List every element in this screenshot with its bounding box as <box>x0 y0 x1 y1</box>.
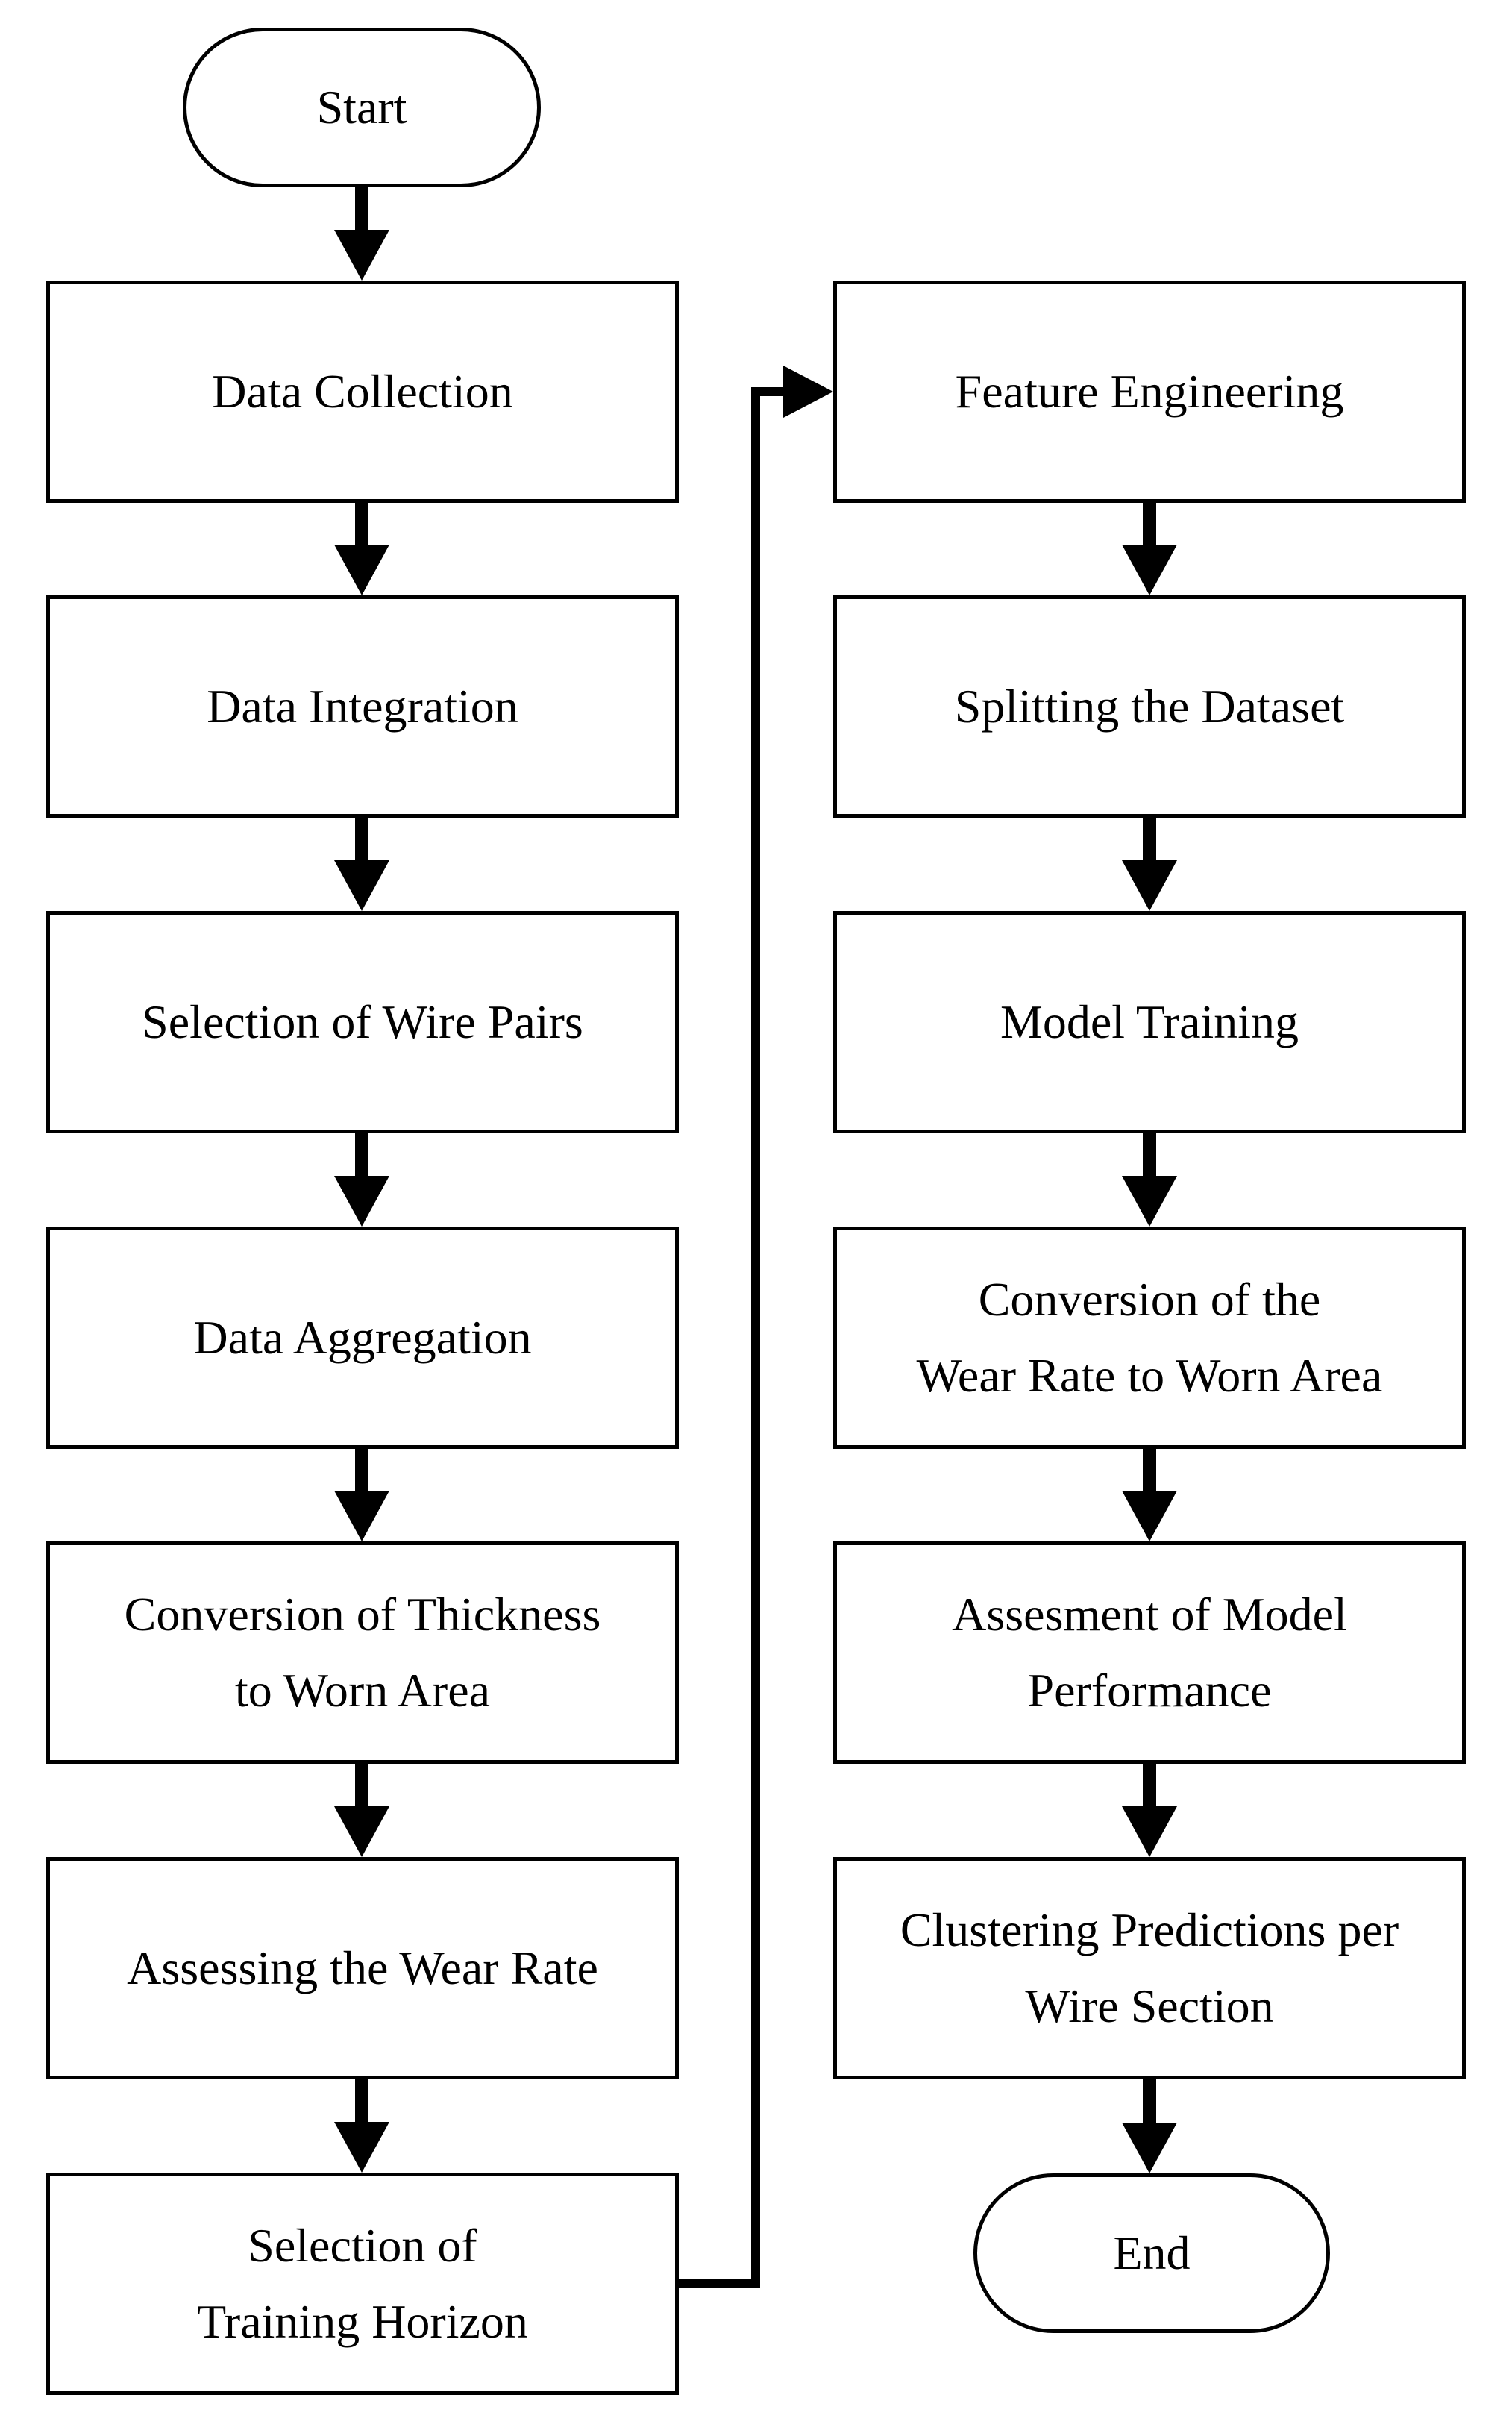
step-selection-of-wire-pairs: Selection of Wire Pairs <box>46 911 679 1133</box>
step-label: Selection of Wire Pairs <box>142 995 583 1048</box>
step-label: Assessing the Wear Rate <box>127 1941 598 1994</box>
arrow-data-collection-to-data-integration <box>334 503 389 595</box>
step-label: Feature Engineering <box>955 365 1344 418</box>
step-assessment-of-model-performance: Assesment of Model Performance <box>833 1541 1466 1764</box>
step-label: Selection of Training Horizon <box>197 2219 528 2348</box>
end-label: End <box>1113 2226 1191 2279</box>
arrow-conversion-wear-rate-to-assessment <box>1122 1449 1177 1541</box>
step-data-integration: Data Integration <box>46 595 679 818</box>
arrow-assessment-to-clustering <box>1122 1764 1177 1857</box>
step-conversion-of-wear-rate: Conversion of the Wear Rate to Worn Area <box>833 1227 1466 1449</box>
step-clustering-predictions: Clustering Predictions per Wire Section <box>833 1857 1466 2079</box>
arrow-start-to-data-collection <box>334 187 389 281</box>
arrow-training-horizon-to-feature-engineering <box>679 366 833 2288</box>
step-label: Conversion of Thickness to Worn Area <box>124 1588 601 1717</box>
step-data-aggregation: Data Aggregation <box>46 1227 679 1449</box>
arrow-feature-engineering-to-splitting-dataset <box>1122 503 1177 595</box>
arrow-splitting-dataset-to-model-training <box>1122 818 1177 911</box>
arrow-conversion-thickness-to-assessing-wear-rate <box>334 1764 389 1857</box>
arrow-data-aggregation-to-conversion-thickness <box>334 1449 389 1541</box>
arrow-clustering-to-end <box>1122 2079 1177 2173</box>
step-data-collection: Data Collection <box>46 281 679 503</box>
step-label: Data Collection <box>212 365 513 418</box>
arrow-model-training-to-conversion-wear-rate <box>1122 1133 1177 1227</box>
arrow-assessing-wear-rate-to-training-horizon <box>334 2079 389 2173</box>
start-terminal: Start <box>183 28 541 187</box>
step-splitting-the-dataset: Splitting the Dataset <box>833 595 1466 818</box>
step-conversion-of-thickness: Conversion of Thickness to Worn Area <box>46 1541 679 1764</box>
step-selection-of-training-horizon: Selection of Training Horizon <box>46 2173 679 2395</box>
step-label: Splitting the Dataset <box>954 680 1345 733</box>
step-model-training: Model Training <box>833 911 1466 1133</box>
step-feature-engineering: Feature Engineering <box>833 281 1466 503</box>
arrow-wire-pairs-to-data-aggregation <box>334 1133 389 1227</box>
step-label: Data Aggregation <box>193 1311 532 1364</box>
step-label: Assesment of Model Performance <box>952 1588 1347 1717</box>
step-label: Conversion of the Wear Rate to Worn Area <box>916 1273 1383 1402</box>
arrow-data-integration-to-wire-pairs <box>334 818 389 911</box>
step-label: Clustering Predictions per Wire Section <box>900 1903 1399 2032</box>
step-label: Data Integration <box>207 680 518 733</box>
end-terminal: End <box>973 2173 1330 2333</box>
step-assessing-wear-rate: Assessing the Wear Rate <box>46 1857 679 2079</box>
step-label: Model Training <box>1000 995 1299 1048</box>
start-label: Start <box>316 81 407 134</box>
